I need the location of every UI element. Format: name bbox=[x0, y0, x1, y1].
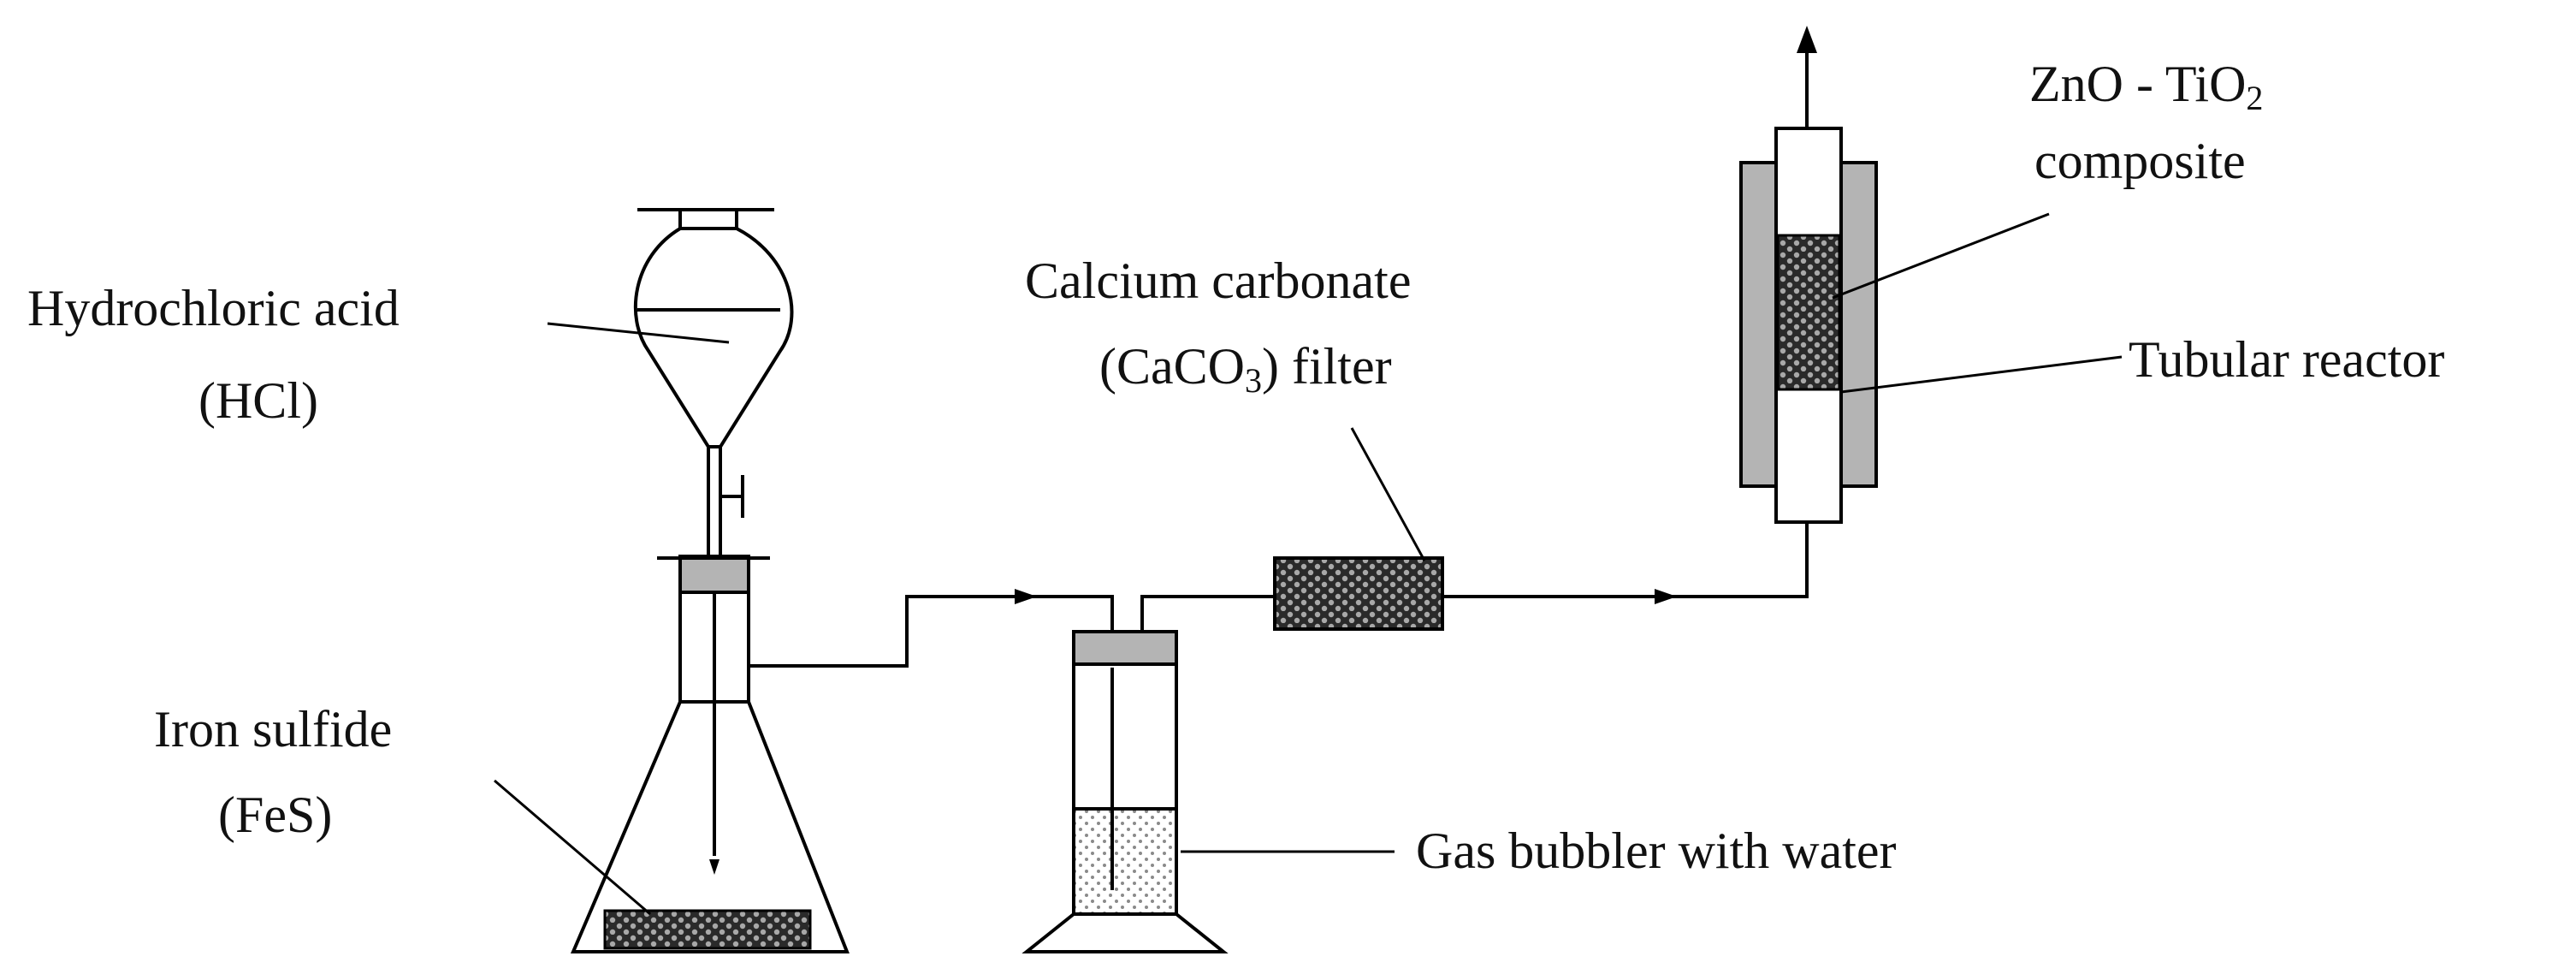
exhaust-arrow-icon bbox=[1797, 26, 1817, 53]
zno-subscript: 2 bbox=[2246, 79, 2263, 117]
caco3-open-text: (CaCO bbox=[1099, 338, 1245, 395]
label-caco3-line2: (CaCO3) filter bbox=[1099, 338, 1392, 400]
label-fes-line2: (FeS) bbox=[218, 787, 332, 843]
caco3-subscript: 3 bbox=[1245, 361, 1262, 400]
label-gas-bubbler: Gas bubbler with water bbox=[1416, 823, 1897, 879]
fes-leader bbox=[494, 779, 651, 916]
zno-tio2-composite-bed bbox=[1776, 234, 1841, 391]
separatory-funnel bbox=[633, 208, 794, 558]
gas-line-2 bbox=[1442, 522, 1809, 604]
caco3-close-text: ) filter bbox=[1262, 338, 1392, 395]
label-tubular-reactor: Tubular reactor bbox=[2129, 331, 2444, 388]
hcl-leader bbox=[547, 322, 730, 344]
iron-sulfide-bed bbox=[603, 909, 812, 950]
zno-main-text: ZnO - TiO bbox=[2029, 56, 2246, 112]
gas-bubbler bbox=[1022, 595, 1275, 953]
zno-leader bbox=[1832, 212, 2050, 300]
label-composite: composite bbox=[2034, 133, 2246, 189]
label-hcl-line2: (HCl) bbox=[198, 372, 318, 429]
gas-line-1 bbox=[749, 589, 1114, 668]
label-fes-line1: Iron sulfide bbox=[154, 701, 392, 757]
label-zno-tio2: ZnO - TiO2 bbox=[2029, 56, 2263, 117]
label-caco3-line1: Calcium carbonate bbox=[1025, 252, 1411, 309]
erlenmeyer-flask bbox=[570, 555, 850, 953]
label-hcl-line1: Hydrochloric acid bbox=[27, 280, 400, 336]
caco3-filter bbox=[1273, 556, 1444, 631]
caco3-leader bbox=[1350, 427, 1426, 561]
bubbler-water bbox=[1075, 809, 1175, 912]
tubular-reactor bbox=[1739, 26, 1878, 524]
tubular-leader bbox=[1840, 355, 2123, 394]
